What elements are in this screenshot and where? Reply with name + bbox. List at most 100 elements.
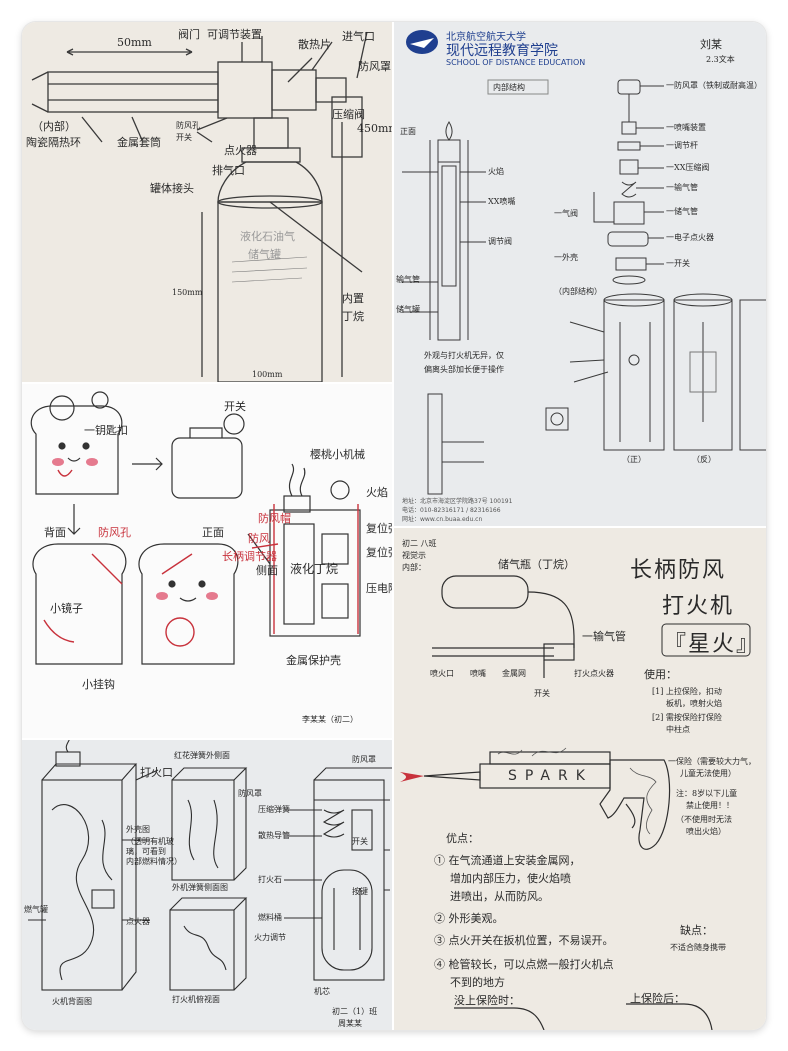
p5-spring: 压缩弹簧 bbox=[258, 805, 290, 814]
label-cherry: 樱桃小机械 bbox=[310, 448, 365, 461]
label-spring-2: 复位弹簧 bbox=[366, 546, 392, 559]
signature-p3: 李某某（初二） bbox=[302, 715, 358, 724]
lighter-name: 『星火』 bbox=[664, 632, 761, 657]
front-label: 正面 bbox=[400, 127, 416, 136]
tank-text-1: 液化石油气 bbox=[240, 230, 295, 243]
p5-coil-note-2: 璃，可看到 bbox=[126, 847, 166, 856]
label-side: 侧面 bbox=[256, 564, 278, 577]
flaw-text: 不适合随身携带 bbox=[670, 943, 726, 952]
bottom-note-2: 偏离头部加长便于操作 bbox=[424, 365, 504, 374]
nozzle-label-2: 喷嘴 bbox=[470, 669, 486, 678]
spark-drawing bbox=[400, 575, 751, 1030]
footer-web: 网址：www.cn.buaa.edu.cn bbox=[402, 516, 483, 523]
label-butane: 丁烷 bbox=[342, 310, 364, 323]
label-switch-p4: 开关 bbox=[534, 689, 550, 698]
usage-title: 使用： bbox=[644, 668, 677, 681]
title-1: 长柄防风 bbox=[630, 558, 727, 583]
stamp-label: 内部结构 bbox=[493, 83, 525, 92]
p5-coil: 外壳图 bbox=[126, 825, 150, 834]
label-tube: 储气瓶（丁烷） bbox=[498, 558, 575, 571]
p5-switch: 开关 bbox=[352, 837, 368, 846]
p5-ign: 散热导管 bbox=[258, 831, 290, 840]
bottom-note-1: 外观与打火机无异，仅 bbox=[424, 351, 504, 360]
torch-drawing bbox=[31, 31, 368, 382]
label-gas-ring: 进气口 bbox=[342, 30, 375, 43]
warn-3: （不使用时无法 bbox=[676, 815, 732, 824]
sheet-drawing bbox=[402, 30, 766, 495]
label-hook: 一钥匙扣 bbox=[84, 424, 128, 437]
p5-view-1: 火机背面图 bbox=[52, 997, 92, 1006]
warn-1: 注：8岁以下儿童 bbox=[676, 789, 738, 798]
label-window: 防风孔 bbox=[176, 121, 200, 130]
label-pressure: 压缩阀 bbox=[332, 108, 365, 121]
merit-4b: 不到的地方 bbox=[450, 976, 505, 989]
part-2: 一喷嘴装置 bbox=[666, 123, 706, 132]
bottom-left-label: 没上保险时： bbox=[454, 994, 520, 1007]
label-switch: 开关 bbox=[176, 133, 192, 142]
part-10: 一外壳 bbox=[554, 253, 578, 262]
label-small-mirror: 小镜子 bbox=[50, 602, 83, 615]
label-inside: 内置 bbox=[342, 292, 364, 305]
label-adjust: 可调节装置 bbox=[207, 28, 262, 41]
spark-word: SPARK bbox=[508, 768, 593, 784]
label-hand-note: （内部） bbox=[32, 120, 76, 133]
label-dim-mid: 450mm bbox=[357, 122, 392, 135]
safety-2: 儿童无法使用） bbox=[680, 769, 736, 778]
p5-gas: 燃气罐 bbox=[24, 905, 48, 914]
p5-view-2: 外机弹簧侧面图 bbox=[172, 883, 228, 892]
p5-coil-note-3: 内部燃料情况） bbox=[126, 857, 182, 866]
warn-4: 喷出火焰） bbox=[686, 827, 726, 836]
merit-1b: 增加内部压力，使火焰喷 bbox=[450, 872, 571, 885]
p5-spark: 点火器 bbox=[126, 917, 150, 926]
collage-board: 50mm 阀门 可调节装置 散热片 进气口 防风罩 压缩阀 （内部） 陶瓷隔热环… bbox=[22, 22, 766, 1030]
label-adjust-p3: 长柄调节器 bbox=[222, 550, 277, 563]
p5-view-4: 机芯 bbox=[314, 987, 330, 996]
merit-3: ③ 点火开关在扳机位置，不易误开。 bbox=[434, 934, 614, 947]
title-2: 打火机 bbox=[662, 594, 735, 619]
usage-2b: 中柱点 bbox=[666, 725, 690, 734]
label-tank-conn: 罐体接头 bbox=[150, 182, 194, 195]
nozzle-label-1: 喷火口 bbox=[430, 669, 454, 678]
panel-torch-sketch: 50mm 阀门 可调节装置 散热片 进气口 防风罩 压缩阀 （内部） 陶瓷隔热环… bbox=[22, 22, 392, 382]
merit-4: ④ 枪管较长，可以点燃一般打火机点 bbox=[434, 958, 614, 971]
p5-top: 打火口 bbox=[140, 766, 173, 779]
part-6: 一储气管 bbox=[666, 207, 698, 216]
p5-btn: 火力调节 bbox=[254, 933, 286, 942]
panel-toast-lighter: 一钥匙扣 开关 樱桃小机械 防风帽 防风 长柄调节器 火焰 复位弹簧 复位弹簧 … bbox=[22, 384, 392, 738]
label-outer: 防风罩 bbox=[358, 60, 391, 73]
p5-top2: 红花弹簧外侧面 bbox=[174, 751, 230, 760]
warn-2: 禁止使用！！ bbox=[686, 801, 734, 810]
tank-text-2: 储气罐 bbox=[248, 248, 281, 261]
label-cover: 防风帽 bbox=[258, 512, 291, 525]
label-burner: 散热片 bbox=[298, 38, 331, 51]
p5-sign: 初二（1）班 bbox=[332, 1007, 378, 1016]
case-front-label: （正） bbox=[622, 455, 646, 464]
part-4: 一XX压缩阀 bbox=[666, 163, 710, 172]
author-name: 刘某 bbox=[700, 38, 722, 51]
school-name-cn: 北京航空航天大学 bbox=[446, 32, 526, 43]
school-name-en: SCHOOL OF DISTANCE EDUCATION bbox=[446, 58, 586, 67]
part-9: 一气阀 bbox=[554, 209, 578, 218]
merits-title: 优点： bbox=[446, 832, 479, 845]
label-screw: 压电陶瓷 bbox=[366, 582, 392, 595]
p5-button: 按键 bbox=[352, 887, 368, 896]
label-ceramic: 陶瓷隔热环 bbox=[26, 136, 81, 149]
merit-1c: 进喷出，从而防风。 bbox=[450, 890, 549, 903]
label-bottom-dim: 100mm bbox=[252, 370, 283, 379]
panel-carved-lighter: 打火口 红花弹簧外侧面 外壳图 （透明有机玻 璃，可看到 内部燃料情况） 点火器… bbox=[22, 740, 392, 1030]
header-inside: 内部： bbox=[402, 563, 426, 572]
usage-1: [1] 上拉保险，扣动 bbox=[652, 687, 722, 696]
label-metal-tube: 金属套筒 bbox=[117, 136, 161, 149]
label-dim-tall: 150mm bbox=[172, 288, 203, 297]
p5-view-3: 打火机俯视面 bbox=[172, 995, 220, 1004]
label-shell: 金属保护壳 bbox=[286, 654, 341, 667]
nozzle-label-3: 金属网 bbox=[502, 669, 526, 678]
footer-phone: 电话：010-82316171 / 82316166 bbox=[402, 507, 501, 514]
part-7: 一电子点火器 bbox=[666, 233, 714, 242]
label-leak: 排气口 bbox=[212, 164, 245, 177]
case-back-label: （反） bbox=[692, 455, 716, 464]
label-tank-text: 液化丁烷 bbox=[290, 562, 339, 576]
header-class: 初二 八班 bbox=[402, 539, 437, 548]
p5-coil-note-1: （透明有机玻 bbox=[126, 837, 174, 846]
label-switch-p3: 开关 bbox=[224, 400, 246, 413]
